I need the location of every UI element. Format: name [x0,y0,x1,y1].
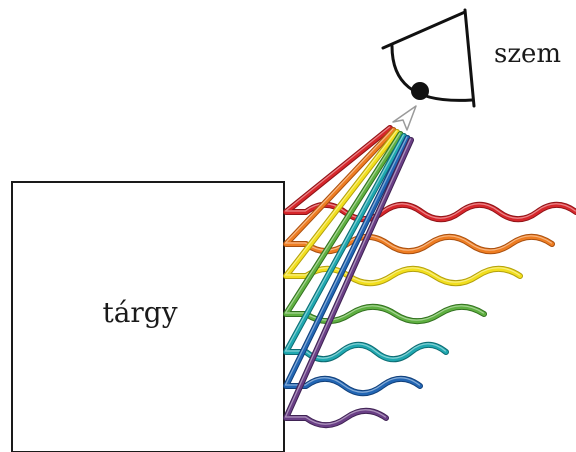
ray-red-highlight [284,126,576,219]
ray-blue [284,136,422,396]
ray-yellow-highlight [284,130,520,283]
ray-orange-shadow [283,127,555,255]
ray-purple [284,138,413,428]
ray-orange-highlight [284,128,552,251]
eye-label: szem [494,39,561,69]
arrowhead-icon [392,105,417,131]
ray-blue-highlight [284,136,420,393]
ray-purple-highlight [284,138,411,425]
ray-teal-highlight [284,134,446,359]
object-box [11,181,285,452]
ray-orange [284,128,554,254]
light-rays [283,125,576,429]
ray-yellow [284,130,522,286]
ray-red [284,126,576,222]
ray-teal [284,134,448,362]
eye-icon [381,8,476,108]
object-label: tárgy [102,296,177,329]
